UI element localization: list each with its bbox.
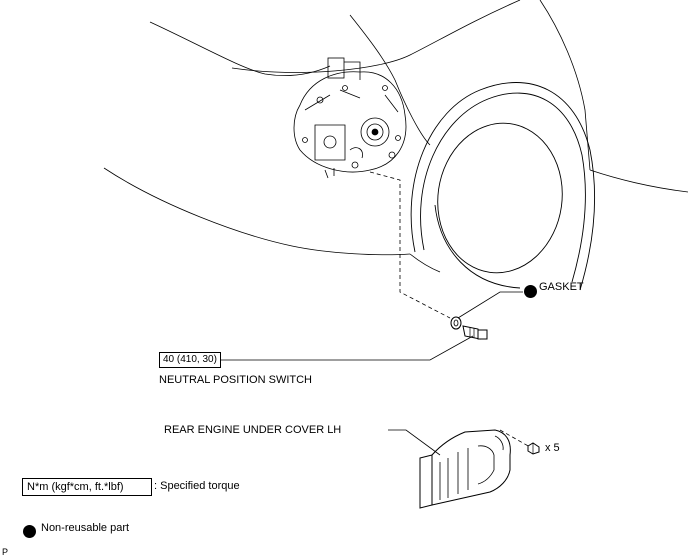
- under-cover-label: REAR ENGINE UNDER COVER LH: [164, 424, 342, 436]
- gasket-leader: [457, 291, 523, 319]
- torque-leader: [219, 335, 474, 361]
- under-cover-part: [419, 429, 511, 509]
- bolt-part: [527, 442, 540, 455]
- location-leader: [369, 171, 451, 319]
- legend-torque-box: N*m (kgf*cm, ft.*lbf): [22, 478, 152, 496]
- neutral-position-switch-part: [462, 325, 488, 340]
- bolt-quantity-label: x 5: [545, 442, 560, 454]
- neutral-switch-label: NEUTRAL POSITION SWITCH: [159, 374, 312, 386]
- under-cover-leader: [388, 429, 441, 456]
- gasket-nonreusable-mark: [524, 285, 537, 298]
- gasket-label: GASKET: [539, 281, 584, 293]
- torque-spec-box: 40 (410, 30): [159, 352, 221, 368]
- transaxle-assembly: [293, 57, 407, 179]
- legend-nonreusable-desc: Non-reusable part: [41, 522, 130, 534]
- gasket-part: [450, 316, 462, 330]
- legend-nonreusable-icon: [23, 525, 36, 538]
- bolt-leader: [499, 429, 531, 448]
- legend-torque-desc: : Specified torque: [154, 480, 240, 492]
- page-id-label: P: [2, 547, 9, 557]
- wheel-arch: [410, 82, 595, 291]
- vehicle-body-outline: [103, 0, 688, 273]
